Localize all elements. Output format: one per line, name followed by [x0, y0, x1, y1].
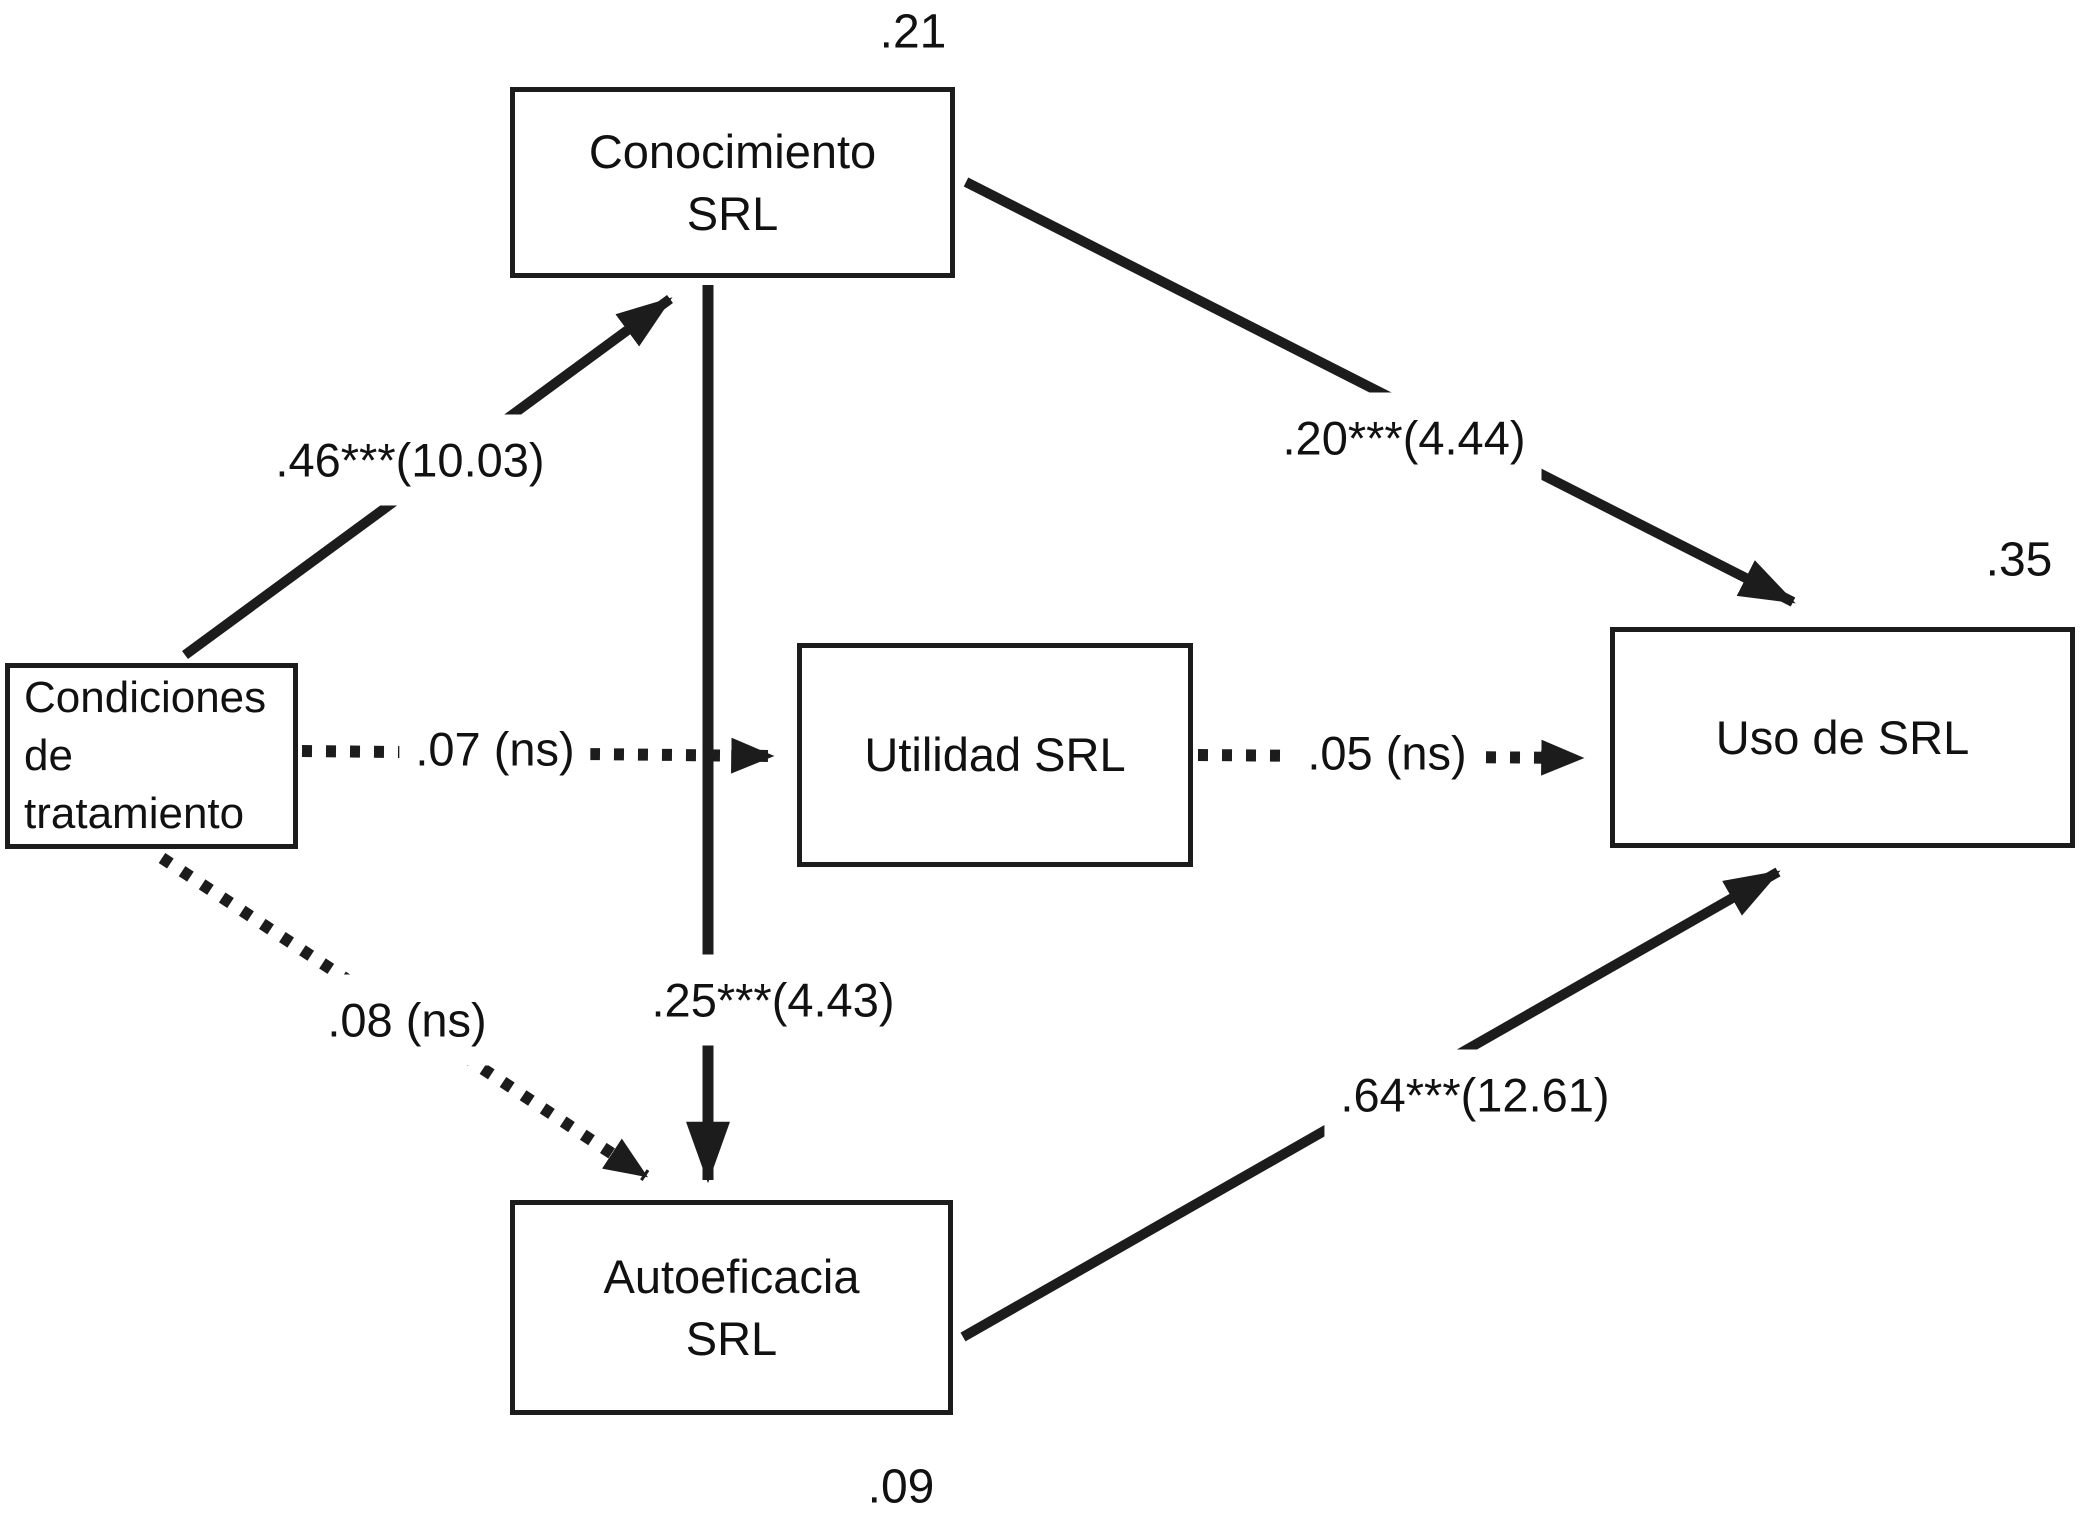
coefficient-conocimiento-uso: .20***(4.44) — [1266, 392, 1542, 484]
coefficient-autoeficacia-uso: .64***(12.61) — [1324, 1049, 1626, 1141]
coefficient-utilidad-uso: .05 (ns) — [1291, 707, 1483, 799]
node-label-conocimiento: Conocimiento SRL — [588, 125, 877, 240]
node-autoeficacia-srl: Autoeficacia SRL — [510, 1200, 953, 1415]
node-utilidad-srl: Utilidad SRL — [797, 643, 1193, 867]
arrow-conocimiento-to-uso — [963, 177, 1796, 607]
variance-label-autoeficacia: .09 — [867, 1460, 935, 1514]
coefficient-condiciones-conocimiento: .46***(10.03) — [259, 414, 561, 506]
node-condiciones-de-tratamiento: Condiciones de tratamiento — [5, 663, 298, 849]
coefficient-condiciones-utilidad: .07 (ns) — [399, 703, 591, 795]
node-conocimiento-srl: Conocimiento SRL — [510, 87, 955, 278]
node-label-uso: Uso de SRL — [1715, 710, 1970, 764]
arrow-condiciones-to-utilidad — [301, 737, 775, 774]
node-label-autoeficacia: Autoeficacia SRL — [603, 1250, 860, 1365]
variance-label-conocimiento: .21 — [879, 5, 947, 59]
coefficient-condiciones-autoeficacia: .08 (ns) — [311, 974, 503, 1066]
variance-label-uso: .35 — [1985, 533, 2053, 587]
node-label-condiciones: Condiciones de tratamiento — [24, 672, 267, 839]
node-label-utilidad: Utilidad SRL — [864, 728, 1126, 782]
node-uso-de-srl: Uso de SRL — [1610, 627, 2075, 848]
coefficient-conocimiento-autoeficacia: .25***(4.43) — [635, 954, 911, 1046]
